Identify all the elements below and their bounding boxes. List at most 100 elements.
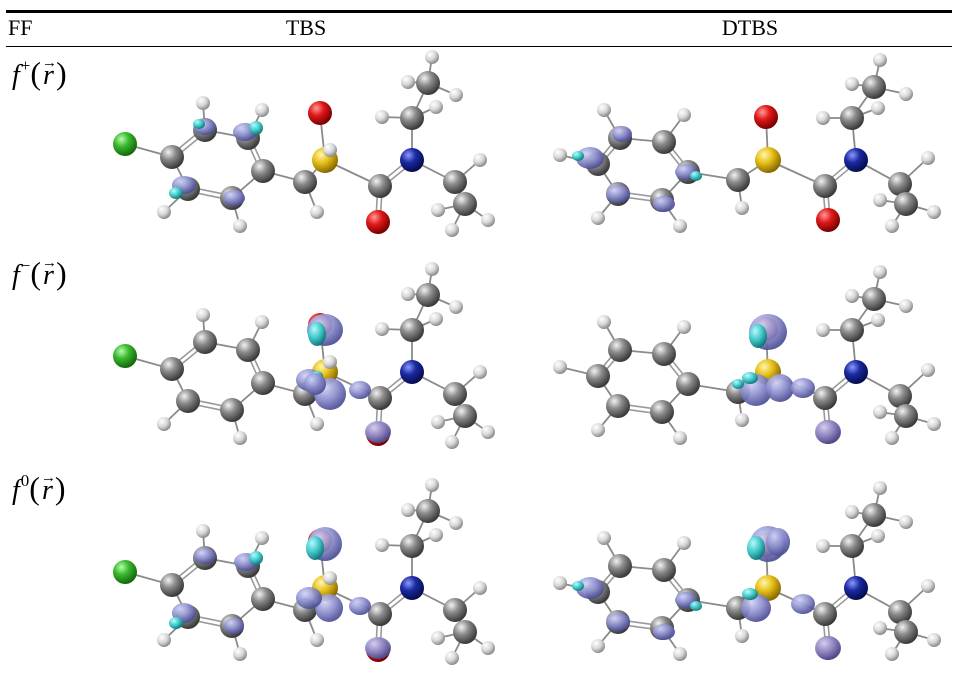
atom-c — [453, 192, 477, 216]
isosurface-lobe-purple — [815, 420, 841, 444]
atom-h — [425, 478, 439, 492]
isosurface-lobe-purple — [741, 594, 771, 622]
atom-h — [816, 111, 830, 125]
atom-c — [894, 620, 918, 644]
atom-h — [885, 431, 899, 445]
atom-h — [449, 88, 463, 102]
atom-h — [553, 148, 567, 162]
atom-h — [735, 629, 749, 643]
isosurface-lobe-cyan — [747, 536, 765, 560]
header-ff: FF — [8, 15, 33, 40]
atom-h — [816, 323, 830, 337]
atom-h — [233, 219, 247, 233]
isosurface-lobe-cyan — [572, 581, 584, 591]
isosurface-lobe-purple — [766, 374, 794, 402]
atom-c — [840, 534, 864, 558]
isosurface-lobe-purple — [612, 126, 632, 142]
fukui-isosurfaces — [169, 527, 391, 659]
atom-c — [400, 318, 424, 342]
atom-h — [591, 639, 605, 653]
atom-c — [416, 499, 440, 523]
isosurface-lobe-purple — [815, 636, 841, 660]
atom-h — [157, 417, 171, 431]
atom-h — [927, 633, 941, 647]
molecule-tbs-plus — [113, 50, 495, 237]
atom-c — [443, 382, 467, 406]
atom-c — [400, 106, 424, 130]
atom-c — [606, 394, 630, 418]
atom-h — [481, 425, 495, 439]
atom-h — [157, 205, 171, 219]
atom-h — [310, 633, 324, 647]
atom-h — [735, 201, 749, 215]
atom-c — [416, 283, 440, 307]
atom-h — [816, 539, 830, 553]
atom-cl — [113, 132, 137, 156]
atom-h — [425, 50, 439, 64]
atom-s — [755, 147, 781, 173]
atom-c — [160, 145, 184, 169]
atoms — [553, 481, 941, 661]
atom-h — [673, 431, 687, 445]
atom-h — [873, 621, 887, 635]
atom-s — [755, 575, 781, 601]
atom-c — [888, 172, 912, 196]
atom-h — [885, 219, 899, 233]
atom-h — [885, 647, 899, 661]
atom-h — [323, 143, 337, 157]
isosurface-lobe-purple — [304, 373, 326, 395]
atom-c — [840, 318, 864, 342]
row-label-f-minus: f−(r) — [12, 247, 67, 292]
atom-o — [754, 105, 778, 129]
atom-c — [160, 357, 184, 381]
atom-h — [591, 423, 605, 437]
molecule-dtbs-zero — [553, 481, 941, 661]
atom-h — [425, 262, 439, 276]
fukui-isosurfaces — [732, 314, 841, 444]
atom-n — [844, 148, 868, 172]
atom-h — [429, 100, 443, 114]
atom-h — [375, 538, 389, 552]
isosurface-lobe-cyan — [169, 617, 183, 629]
atom-h — [873, 265, 887, 279]
molecule-tbs-minus — [113, 262, 495, 449]
atom-h — [445, 435, 459, 449]
atom-h — [673, 647, 687, 661]
atom-h — [845, 505, 859, 519]
isosurface-lobe-purple — [606, 613, 630, 631]
atom-c — [650, 400, 674, 424]
atom-c — [293, 170, 317, 194]
atom-h — [431, 203, 445, 217]
atom-h — [871, 529, 885, 543]
atom-h — [899, 299, 913, 313]
atom-c — [251, 371, 275, 395]
atom-c — [608, 338, 632, 362]
atom-h — [927, 417, 941, 431]
atom-o — [366, 210, 390, 234]
isosurface-lobe-purple — [365, 637, 391, 659]
fukui-isosurfaces — [572, 526, 841, 660]
isosurface-lobe-purple — [576, 147, 604, 169]
atom-cl — [113, 560, 137, 584]
atom-h — [431, 415, 445, 429]
atom-h — [553, 360, 567, 374]
atom-c — [652, 130, 676, 154]
atom-h — [735, 413, 749, 427]
atom-h — [449, 516, 463, 530]
atom-n — [844, 360, 868, 384]
atom-n — [400, 148, 424, 172]
isosurface-lobe-cyan — [169, 187, 183, 199]
atom-h — [673, 219, 687, 233]
atom-h — [473, 581, 487, 595]
atom-h — [899, 87, 913, 101]
atom-h — [845, 289, 859, 303]
isosurface-lobe-purple — [791, 378, 815, 398]
atom-h — [473, 365, 487, 379]
atom-h — [481, 213, 495, 227]
atoms — [553, 53, 941, 233]
atom-h — [677, 320, 691, 334]
atom-h — [255, 103, 269, 117]
isosurface-lobe-cyan — [249, 551, 263, 565]
atom-h — [157, 633, 171, 647]
